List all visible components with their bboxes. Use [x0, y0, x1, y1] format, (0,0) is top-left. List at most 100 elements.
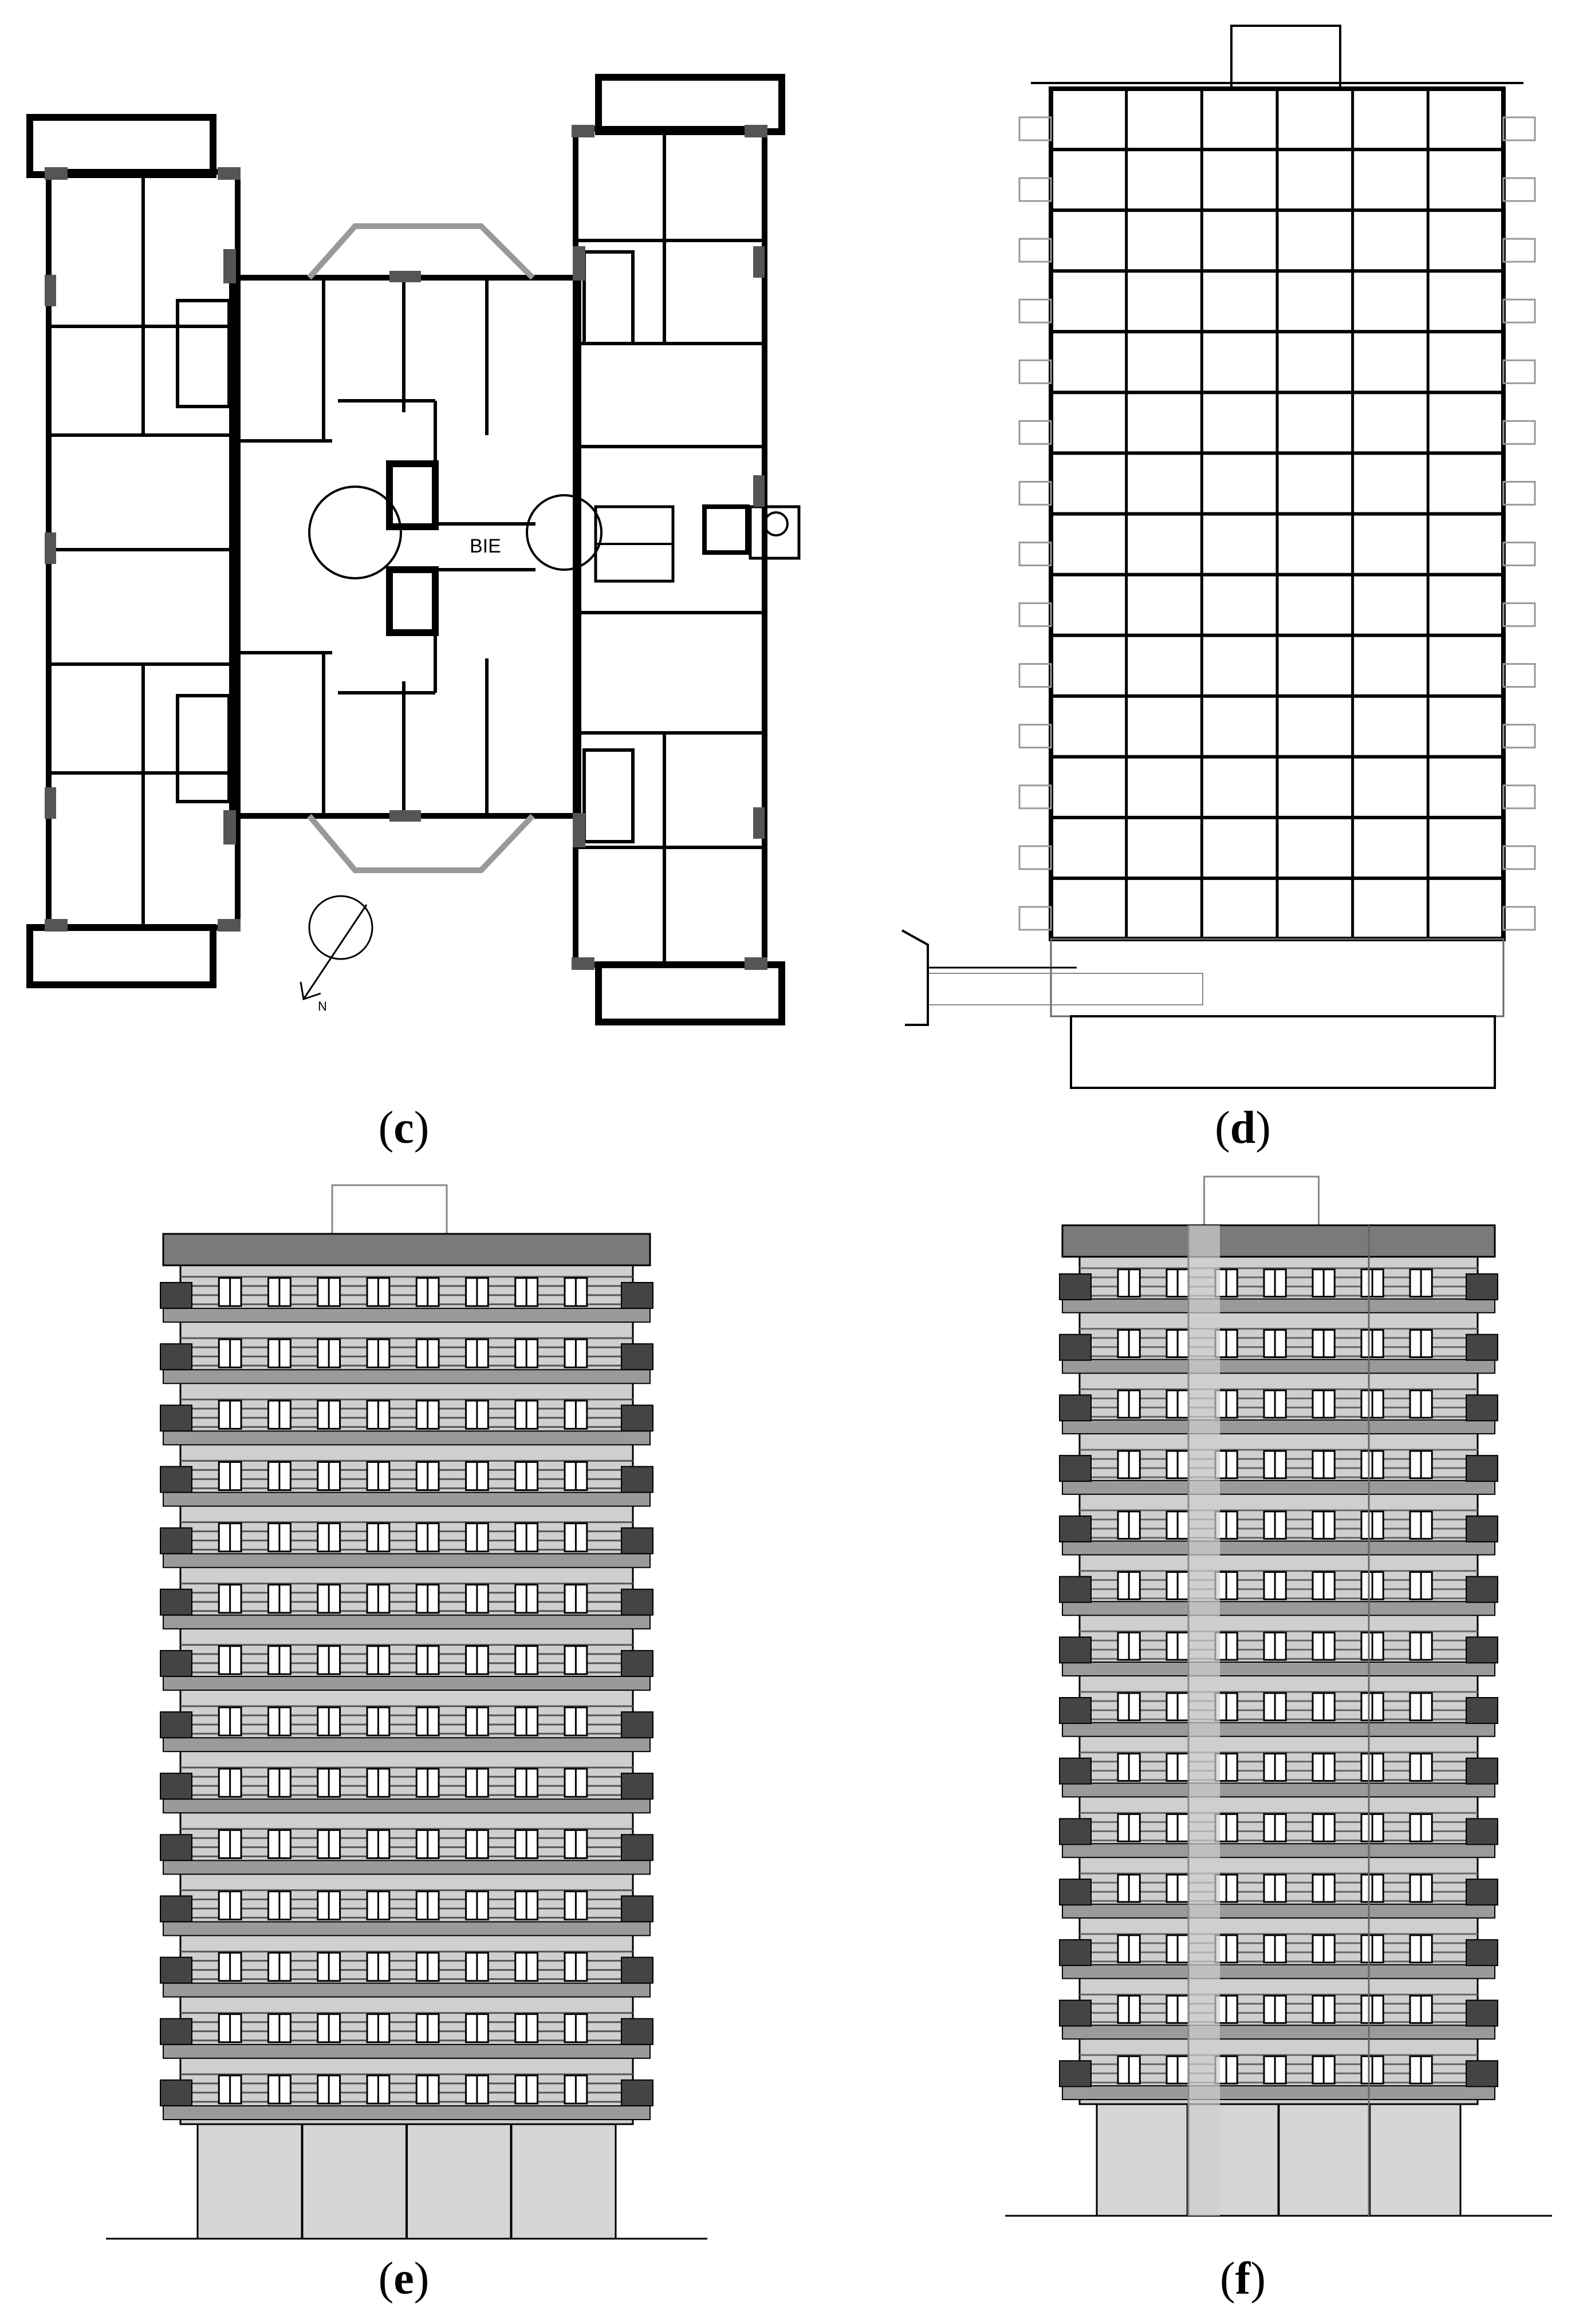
balcony-right [1466, 1757, 1498, 1785]
balcony-right [1502, 480, 1536, 506]
balcony-left [1018, 724, 1052, 749]
balcony-left [1059, 1879, 1092, 1906]
balcony-right [1466, 1455, 1498, 1482]
balcony-left [160, 2018, 192, 2045]
balcony-right [1502, 906, 1536, 931]
balcony-right [621, 1650, 653, 1677]
balcony-left [1059, 1455, 1092, 1482]
balcony-right [1502, 359, 1536, 384]
rooftop-structure [1203, 1175, 1320, 1226]
balcony-right [621, 1466, 653, 1493]
floor-band [163, 2105, 651, 2120]
retaining-wall [901, 929, 929, 1026]
balcony-right [1466, 1697, 1498, 1724]
floor-band [1062, 1903, 1495, 1919]
ramp [927, 973, 1203, 1005]
elevation-e [106, 1184, 707, 2240]
balcony-right [1466, 1879, 1498, 1906]
floor-band [163, 1921, 651, 1936]
floor-band [1062, 1359, 1495, 1374]
floor-band [1062, 2085, 1495, 2100]
floor-band [163, 1614, 651, 1629]
balcony-right [621, 1711, 653, 1738]
balcony-right [1466, 1333, 1498, 1361]
rooftop-structure [331, 1184, 448, 1235]
balcony-right [1466, 2060, 1498, 2088]
balcony-right [621, 1527, 653, 1554]
floor-band [163, 1982, 651, 1998]
balcony-left [160, 1834, 192, 1861]
balcony-left [1059, 1818, 1092, 1845]
balcony-right [1466, 1818, 1498, 1845]
floor-band [163, 1737, 651, 1753]
floor-band [163, 2043, 651, 2059]
balcony-left [1059, 2060, 1092, 2088]
floor-band [163, 1676, 651, 1691]
balcony-right [621, 1773, 653, 1800]
stair-core [1188, 1225, 1220, 2216]
balcony-left [1059, 1576, 1092, 1603]
balcony-left [1018, 177, 1052, 202]
balcony-left [160, 1404, 192, 1432]
balcony-right [1466, 1394, 1498, 1422]
floor-band [163, 1308, 651, 1323]
balcony-left [1018, 298, 1052, 323]
balcony-right [621, 1343, 653, 1371]
floor-band [1062, 1601, 1495, 1616]
floor-band [1062, 1298, 1495, 1313]
floor-band [163, 1553, 651, 1568]
balcony-left [1059, 1515, 1092, 1542]
caption-f: (f) [1220, 2254, 1266, 2304]
balcony-right [1502, 602, 1536, 628]
balcony-right [1466, 1576, 1498, 1603]
basement [1070, 1015, 1496, 1089]
balcony-right [1466, 1515, 1498, 1542]
balcony-right [621, 1588, 653, 1616]
floor-band [163, 1798, 651, 1814]
balcony-right [621, 1956, 653, 1984]
balcony-left [160, 1466, 192, 1493]
floor-band [1062, 1662, 1495, 1676]
balcony-right [1502, 238, 1536, 263]
balcony-left [1059, 1333, 1092, 1361]
balcony-left [1018, 663, 1052, 688]
balcony-right [621, 1895, 653, 1923]
plan-pillars [45, 125, 767, 970]
balcony-left [1018, 480, 1052, 506]
floor-band [163, 1492, 651, 1507]
balcony-left [160, 1956, 192, 1984]
balcony-right [1466, 1273, 1498, 1300]
balcony-left [1018, 116, 1052, 141]
roof-band [162, 1233, 651, 1266]
floor-plan-c [26, 74, 801, 1025]
balcony-left [160, 1895, 192, 1923]
floor-band [1062, 2025, 1495, 2040]
balcony-left [160, 1773, 192, 1800]
floor-band [1062, 1540, 1495, 1556]
balcony-left [1059, 1999, 1092, 2027]
balcony-right [1466, 1939, 1498, 1966]
roof-band [1061, 1224, 1496, 1258]
balcony-left [1018, 359, 1052, 384]
balcony-right [621, 1282, 653, 1309]
balcony-left [1018, 420, 1052, 445]
balcony-left [1059, 1757, 1092, 1785]
balcony-right [1466, 1999, 1498, 2027]
balcony-left [160, 1711, 192, 1738]
balcony-right [621, 1404, 653, 1432]
balcony-left [1018, 542, 1052, 566]
north-label: N [318, 999, 327, 1013]
balcony-right [1502, 116, 1536, 141]
balcony-right [1502, 845, 1536, 870]
balcony-right [1466, 1636, 1498, 1664]
balcony-right [1502, 663, 1536, 688]
balcony-left [1018, 602, 1052, 628]
caption-e: (e) [378, 2254, 430, 2304]
balcony-left [160, 1588, 192, 1616]
section-d [901, 25, 1536, 1089]
balcony-left [160, 2079, 192, 2106]
floor-band [1062, 1479, 1495, 1495]
balcony-right [1502, 724, 1536, 749]
balcony-left [1059, 1697, 1092, 1724]
